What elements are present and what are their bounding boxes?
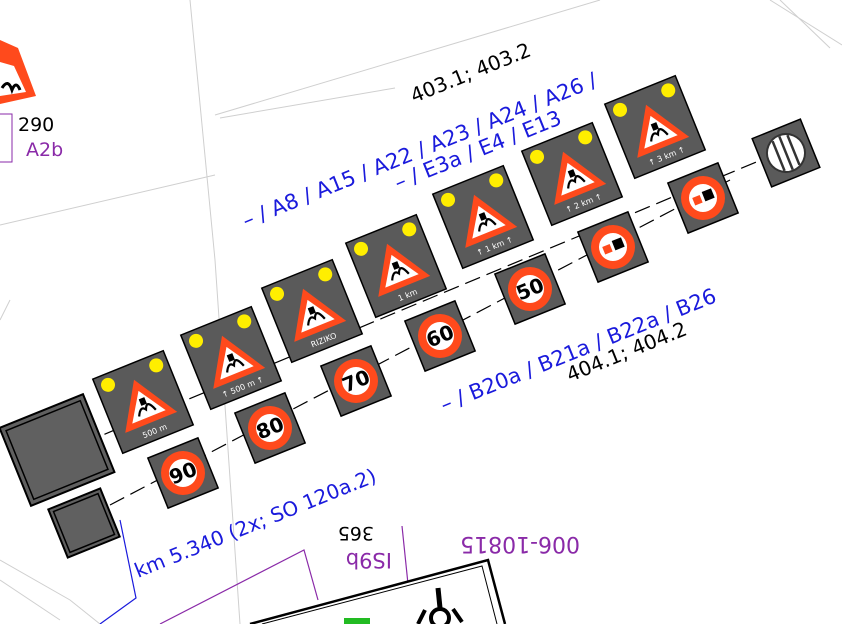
no-overtaking-icon (692, 188, 715, 206)
no-overtaking-trucks-icon (602, 237, 625, 255)
warning-lamp (101, 377, 116, 392)
mirrored-code: IS9b (346, 548, 392, 572)
warning-lamp (661, 83, 676, 98)
upper-refs: 403.1; 403.2 (407, 38, 534, 108)
end-of-restrictions-sign (751, 118, 821, 188)
warning-lamp (578, 130, 593, 145)
prohibition-sign (576, 210, 650, 284)
warning-sign: 1 km (344, 213, 448, 319)
partial-warning-sign (0, 40, 36, 104)
warning-sign: RIZIKO (260, 258, 364, 364)
speed-limit-sign: 90 (146, 436, 220, 510)
warning-lamp (149, 358, 164, 373)
warning-lamp (613, 102, 628, 117)
warning-sign: ↑ 2 km ↑ (520, 121, 624, 227)
green-label-patch (344, 618, 370, 624)
purple-bracket (0, 113, 13, 163)
mirrored-id: 006-10815 (460, 531, 580, 556)
direction-sign-board (249, 558, 507, 628)
prohibition-sign (666, 161, 740, 235)
flying-gravel-icon (478, 212, 497, 232)
road-works-icon (226, 353, 245, 373)
warning-sign: ↑ 3 km ↑ (603, 74, 707, 180)
speed-limit-sign: 50 (493, 252, 567, 326)
warning-lamp (441, 192, 456, 207)
warning-lamp (489, 173, 504, 188)
warning-lamp (189, 333, 204, 348)
prohibition-sign-row (576, 161, 740, 284)
warning-lamp (530, 149, 545, 164)
blue-leader-line (99, 519, 137, 625)
lower-codes: – / B20a / B21a / B22a / B26 (437, 284, 720, 417)
warning-lamp (318, 267, 333, 282)
warning-sign: ↑ 1 km ↑ (431, 164, 535, 270)
warning-lamp (270, 286, 285, 301)
traffic-queue-icon (567, 169, 586, 189)
side-wind-icon (650, 122, 669, 142)
sign-boards-left (0, 392, 122, 559)
danger-exclamation-icon (307, 306, 326, 326)
speed-limit-sign: 80 (233, 391, 307, 465)
warning-sign: 500 m (91, 349, 195, 455)
warning-sign: ↑ 500 m ↑ (179, 305, 283, 411)
falling-rocks-icon (391, 261, 410, 281)
top-left-code: A2b (26, 139, 63, 161)
speed-limit-sign: 60 (403, 299, 477, 373)
end-of-restrictions-icon (766, 133, 806, 173)
mirrored-number: 365 (338, 522, 374, 544)
warning-lamp (237, 314, 252, 329)
top-left-number: 290 (18, 114, 54, 136)
speed-limit-sign: 70 (319, 344, 393, 418)
warning-lamp (354, 241, 369, 256)
warning-lamp (402, 222, 417, 237)
purple-frame-lines (159, 525, 409, 625)
slippery-road-icon (138, 397, 157, 417)
